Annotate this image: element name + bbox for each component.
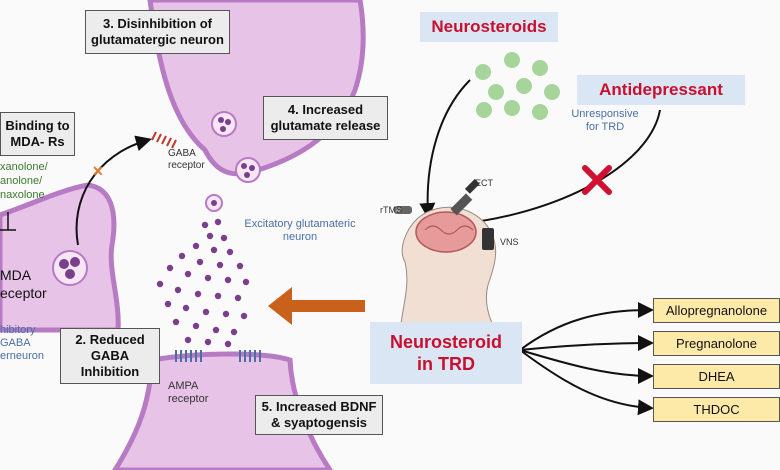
synaptic-vesicle <box>52 250 88 286</box>
compound-allopregnanolone: Allopregnanolone <box>653 298 780 323</box>
neurosteroid-dots <box>475 52 560 120</box>
step-reduced-gaba-line2: GABA <box>90 348 130 363</box>
gaba-receptor-line2: receptor <box>168 160 205 171</box>
compound-label: Allopregnanolone <box>665 303 768 318</box>
ampa-receptor-label: AMPA receptor <box>168 380 208 406</box>
nmda-receptor-line2: eceptor <box>0 285 47 301</box>
synaptic-vesicle <box>235 157 261 183</box>
glutamate-cloud <box>156 218 250 348</box>
vns-label: VNS <box>500 237 519 247</box>
neurosteroid-trd-line2: in TRD <box>417 354 475 374</box>
compound-label: THDOC <box>693 402 740 417</box>
orange-arrow <box>268 287 365 325</box>
neurosteroid-arrow <box>419 79 471 219</box>
antidepressant-title: Antidepressant <box>577 75 745 105</box>
neurosteroid-list-item: anolone/ <box>0 175 43 187</box>
step-binding-line1: Binding to <box>5 118 70 133</box>
inhibitory-line1: hibitory <box>0 324 36 336</box>
antidepressant-title-text: Antidepressant <box>599 80 723 99</box>
step-bdnf-line1: 5. Increased BDNF <box>261 399 377 414</box>
unresponsive-note: Unresponsive for TRD <box>566 108 644 134</box>
step-binding-line2: MDA- Rs <box>10 134 65 149</box>
unresponsive-line1: Unresponsive <box>571 108 639 120</box>
gaba-block-symbol: ✕ <box>92 163 104 179</box>
excitatory-neuron-label: Excitatory glutamateric neuron <box>235 218 365 244</box>
nmda-receptor-line1: MDA <box>0 267 32 283</box>
step-binding-box: Binding to MDA- Rs <box>0 112 75 156</box>
step-disinhibition-box: 3. Disinhibition of glutamatergic neuron <box>85 10 230 54</box>
disinhibition-arrow <box>75 135 152 246</box>
neurosteroids-title: Neurosteroids <box>420 12 558 42</box>
step-glutamate-line1: 4. Increased <box>287 102 364 117</box>
neurosteroid-trd-line1: Neurosteroid <box>389 332 503 352</box>
brain-icon <box>415 211 477 253</box>
synaptic-vesicle <box>211 111 237 137</box>
step-glutamate-box: 4. Increased glutamate release <box>263 96 388 140</box>
inhibitory-line2: GABA <box>0 337 31 349</box>
compound-dhea: DHEA <box>653 364 780 389</box>
step-disinhibition-line1: 3. Disinhibition of <box>102 16 213 31</box>
inhibitory-line3: erneuron <box>0 350 45 362</box>
gaba-receptor-line1: GABA <box>168 148 196 159</box>
step-glutamate-line2: glutamate release <box>270 118 381 133</box>
compound-label: DHEA <box>698 369 735 384</box>
blocked-x-icon <box>582 165 612 195</box>
gaba-receptor-label: GABA receptor <box>168 148 205 172</box>
step-disinhibition-line2: glutamatergic neuron <box>91 32 224 47</box>
inhibitory-interneuron-label: hibitory GABA erneuron <box>0 324 44 363</box>
neurosteroids-title-text: Neurosteroids <box>431 17 547 36</box>
ampa-line2: receptor <box>168 393 209 405</box>
excitatory-line2: neuron <box>282 231 318 243</box>
rtms-coil-icon <box>394 206 412 214</box>
ect-device-icon <box>450 178 480 216</box>
neurosteroid-list-item: naxolone <box>0 189 45 201</box>
step-bdnf-line2: & syaptogensis <box>270 415 368 430</box>
rtms-label: rTMS <box>380 205 402 215</box>
vns-device-icon <box>482 228 494 250</box>
nmda-block-symbol <box>0 212 16 231</box>
neurosteroid-list-item: xanolone/ <box>0 161 48 173</box>
step-bdnf-box: 5. Increased BDNF & syaptogensis <box>255 395 383 435</box>
neurosteroid-trd-title: Neurosteroid in TRD <box>370 322 522 384</box>
compound-arrows <box>519 302 654 416</box>
compound-thdoc: THDOC <box>653 397 780 422</box>
gaba-receptor-icon <box>151 131 177 149</box>
ampa-receptor-icon <box>175 350 261 362</box>
excitatory-line1: Excitatory glutamateric <box>244 218 356 230</box>
step-reduced-gaba-line3: Inhibition <box>80 364 140 379</box>
ampa-line1: AMPA <box>168 380 199 392</box>
step-reduced-gaba-box: 2. Reduced GABA Inhibition <box>60 328 160 384</box>
unresponsive-line2: for TRD <box>585 121 625 133</box>
compound-label: Pregnanolone <box>676 336 757 351</box>
nmda-receptor-label: MDA eceptor <box>0 266 47 302</box>
neurosteroid-list: xanolone/ anolone/ naxolone <box>0 160 70 202</box>
step-reduced-gaba-line1: 2. Reduced <box>75 332 145 347</box>
compound-pregnanolone: Pregnanolone <box>653 331 780 356</box>
ect-label: ECT <box>475 178 493 188</box>
